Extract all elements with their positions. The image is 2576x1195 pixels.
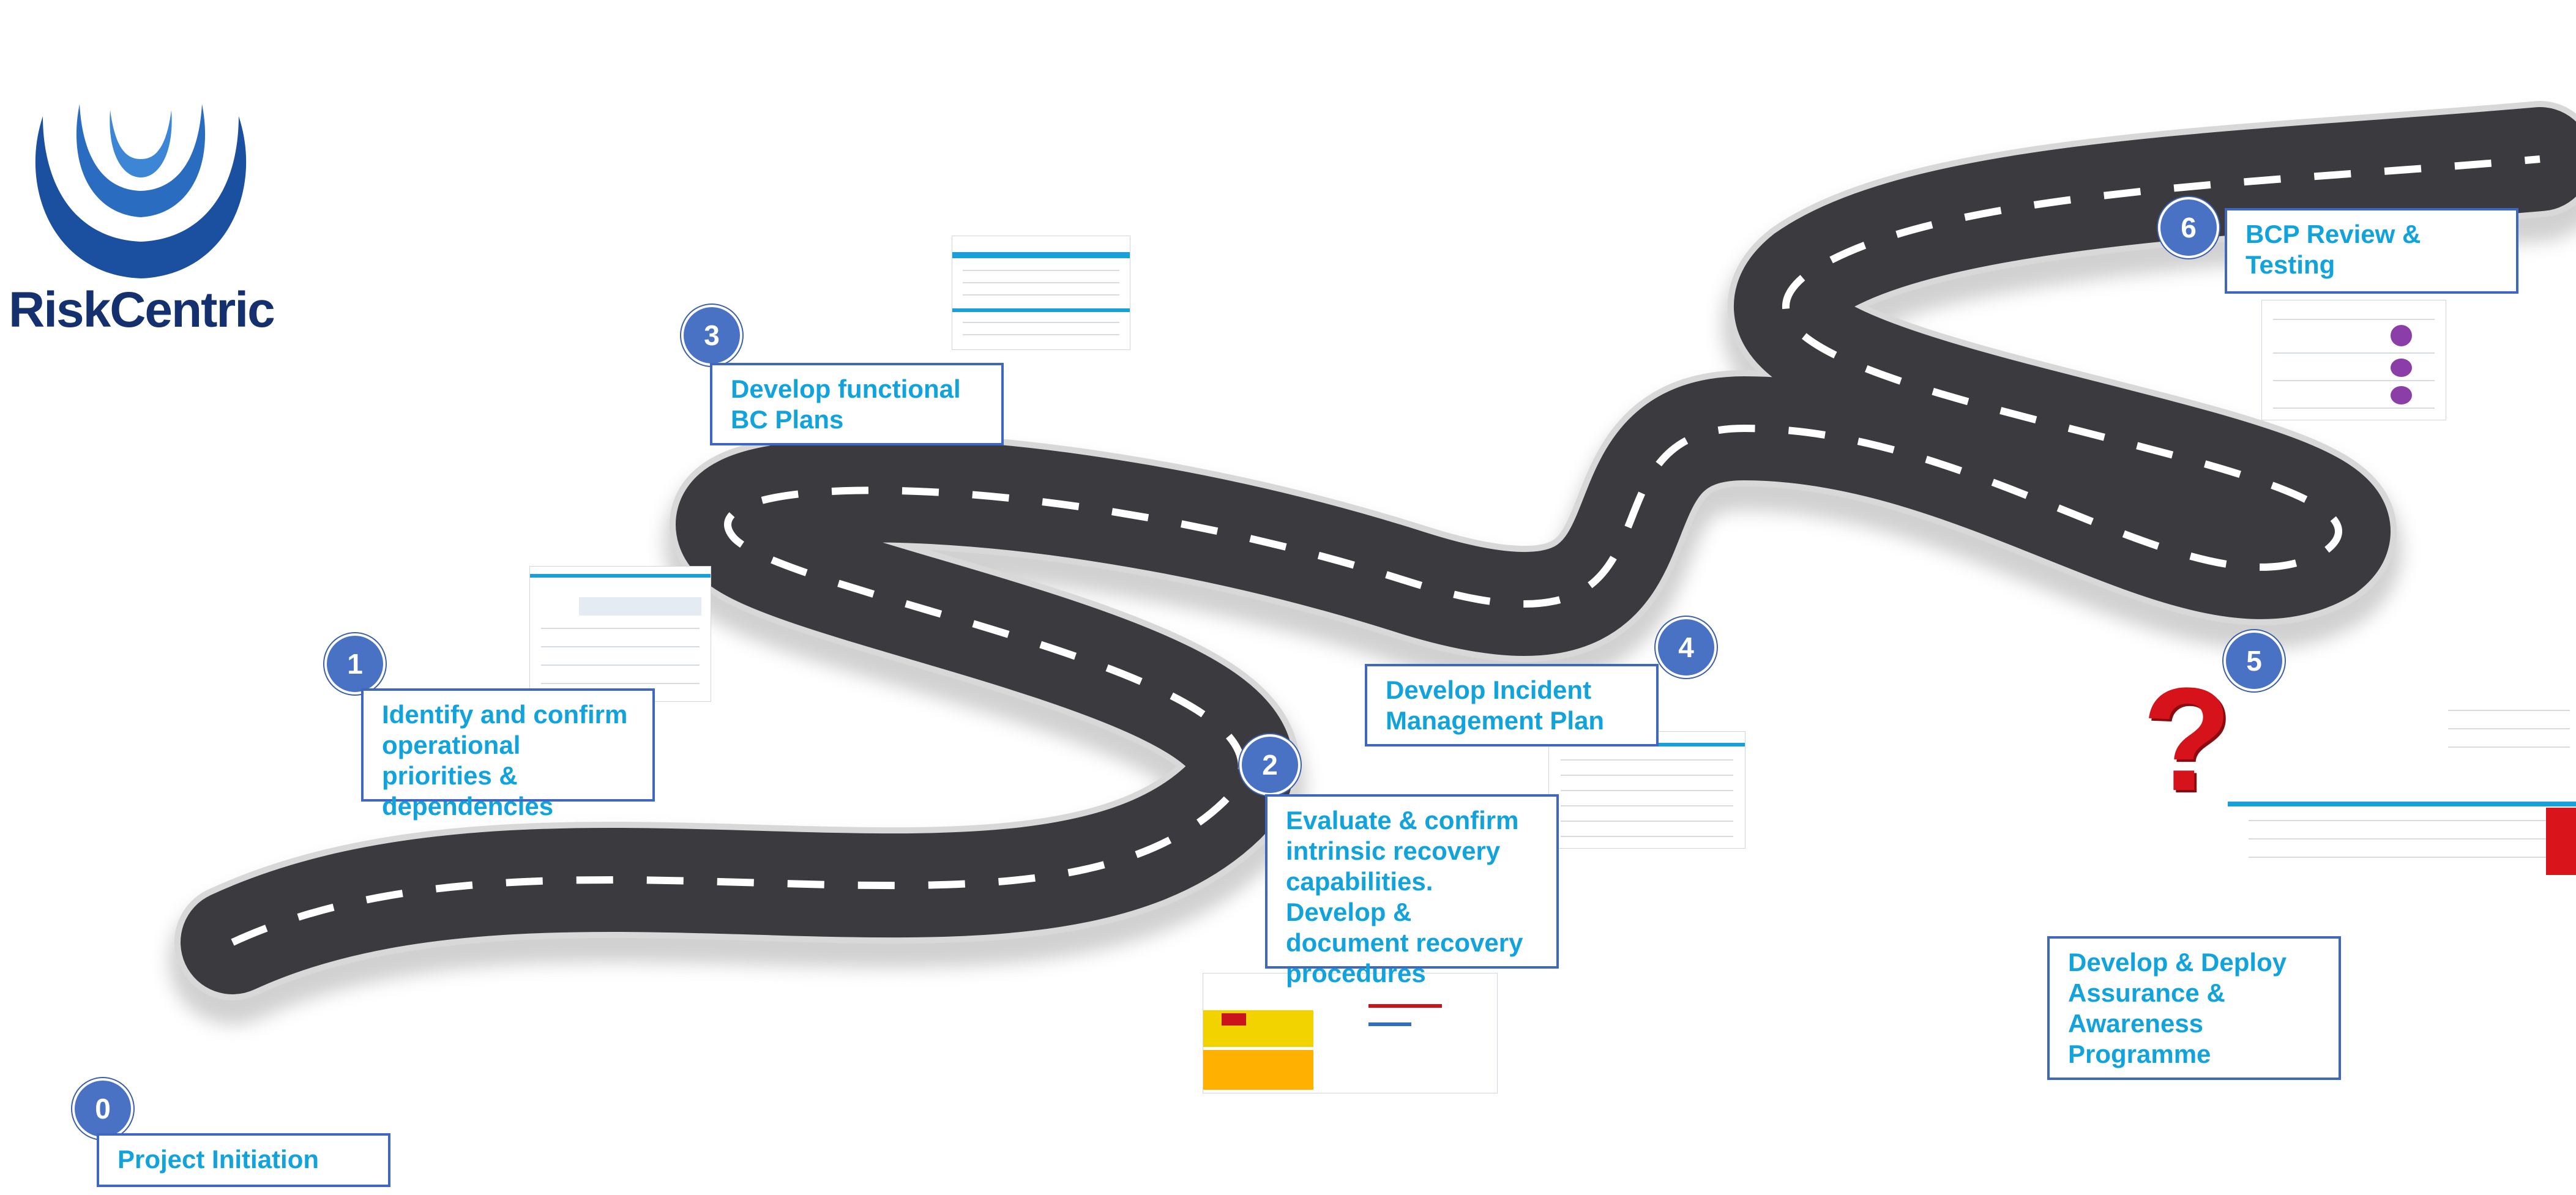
stage-4-box: Develop Incident Management Plan — [1365, 664, 1659, 746]
stage-1-box: Identify and confirm operational priorit… — [361, 688, 655, 821]
document-thumbnail-stage-5 — [2228, 698, 2576, 884]
stage-badge-5: 5 — [2223, 630, 2285, 691]
stage-badge-4: 4 — [1656, 617, 1717, 678]
stage-badge-2: 2 — [1239, 734, 1301, 795]
document-thumbnail-stage-2 — [1203, 973, 1498, 1093]
document-thumbnail-stage-6 — [2261, 300, 2446, 420]
stage-badge-6: 6 — [2158, 197, 2219, 258]
road-lane-markings — [231, 155, 2541, 946]
company-logo-text: RiskCentric — [9, 282, 275, 338]
stage-badge-0: 0 — [72, 1078, 133, 1139]
stage-5-box: Develop & Deploy Assurance & Awareness P… — [2047, 936, 2341, 1080]
stage-badge-3: 3 — [681, 305, 742, 366]
question-mark-figure-icon: ? — [2142, 657, 2232, 821]
stage-0-box: Project Initiation — [97, 1133, 390, 1187]
document-thumbnail-stage-3 — [952, 236, 1130, 350]
stage-6-box: BCP Review & Testing — [2225, 208, 2518, 294]
stage-3-box: Develop functional BC Plans — [710, 363, 1004, 445]
document-thumbnail-stage-1 — [529, 566, 711, 702]
stage-badge-1: 1 — [324, 633, 386, 694]
stage-2-box: Evaluate & confirm intrinsic recovery ca… — [1265, 794, 1559, 988]
document-thumbnail-stage-4 — [1548, 731, 1745, 849]
riskcentric-logo-icon — [35, 104, 247, 278]
